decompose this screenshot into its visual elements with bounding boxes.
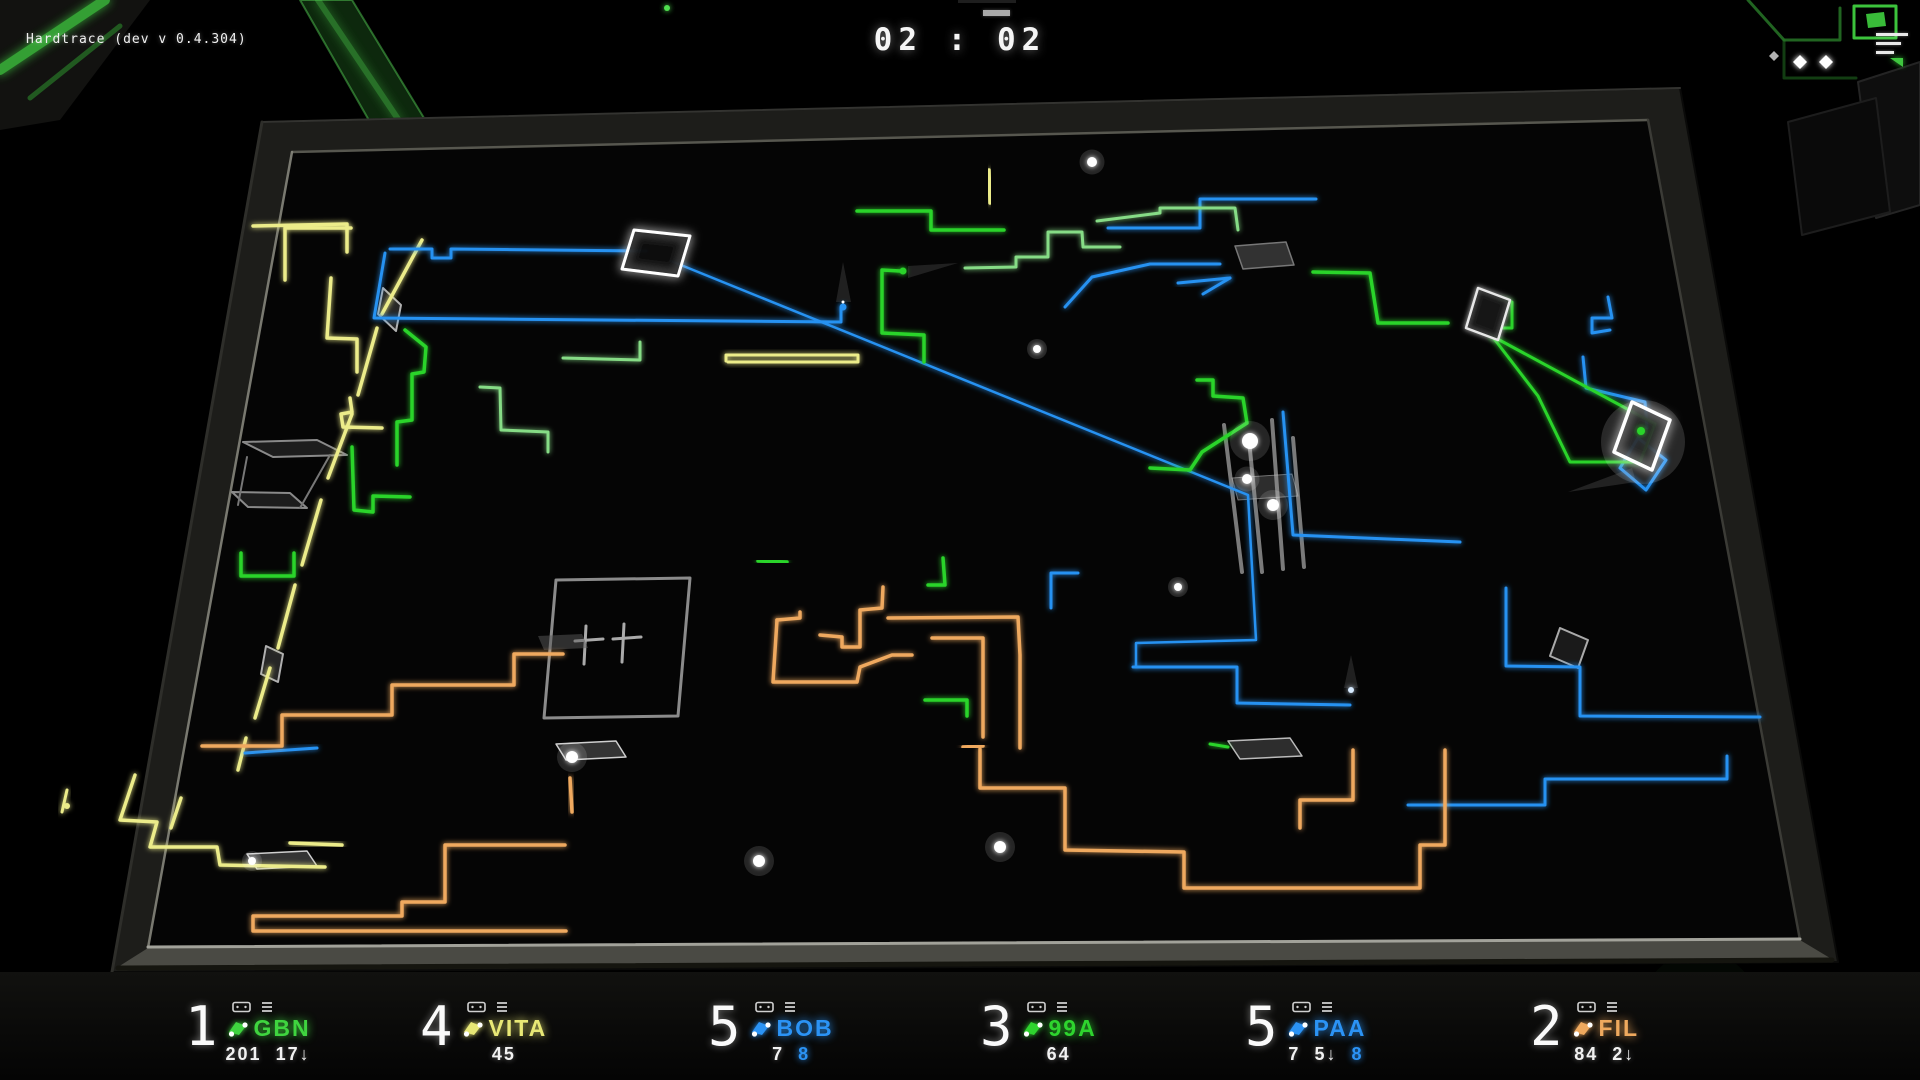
player-name: BOB — [776, 1015, 834, 1041]
scoreboard: 1 GBN 201 — [0, 998, 1920, 1078]
player-rank: 4 — [420, 995, 453, 1058]
scoreboard-entry: 5 PAA 7 — [1245, 998, 1366, 1065]
player-score: 64 — [1046, 1044, 1071, 1064]
player-score-delta: 5↓ — [1314, 1044, 1338, 1064]
round-progress-track — [958, 0, 1016, 3]
player-name: PAA — [1313, 1015, 1367, 1041]
menu-lines-icon — [1321, 1002, 1332, 1012]
menu-lines-icon — [1056, 1002, 1067, 1012]
menu-lines-icon — [1606, 1002, 1617, 1012]
scoreboard-entry: 3 99A 64 — [980, 998, 1097, 1065]
player-vehicle-icon — [228, 1021, 248, 1037]
player-alt-score: 8 — [1351, 1044, 1364, 1064]
player-rank: 3 — [980, 995, 1013, 1058]
round-progress-bar — [983, 10, 1010, 16]
player-score: 7 — [772, 1044, 785, 1064]
player-vehicle-icon — [751, 1021, 771, 1037]
player-vehicle-icon — [1573, 1021, 1593, 1037]
round-timer: 02 : 02 — [873, 22, 1047, 58]
scoreboard-entry: 2 FIL 84 — [1530, 998, 1639, 1065]
gamepad-icon — [754, 1001, 774, 1013]
scoreboard-entry: 4 VITA 45 — [420, 998, 547, 1065]
menu-triangle-icon — [1890, 58, 1903, 67]
player-rank: 5 — [1245, 995, 1278, 1058]
hamburger-icon — [1876, 33, 1908, 36]
menu-lines-icon — [261, 1002, 272, 1012]
gamepad-icon — [466, 1001, 486, 1013]
player-alt-score: 8 — [798, 1044, 811, 1064]
player-vehicle-icon — [1288, 1021, 1308, 1037]
player-vehicle-icon — [1023, 1021, 1043, 1037]
player-score: 7 — [1288, 1044, 1301, 1064]
gamepad-icon — [231, 1001, 251, 1013]
scoreboard-background — [0, 972, 1920, 1080]
game-title: Hardtrace (dev v 0.4.304) — [26, 32, 247, 47]
menu-button[interactable] — [1876, 33, 1912, 73]
scoreboard-entry: 1 GBN 201 — [185, 998, 311, 1065]
player-score: 45 — [491, 1044, 516, 1064]
menu-lines-icon — [496, 1002, 507, 1012]
player-score-delta: 2↓ — [1612, 1044, 1636, 1064]
player-vehicle-icon — [463, 1021, 483, 1037]
player-rank: 5 — [708, 995, 741, 1058]
gamepad-icon — [1291, 1001, 1311, 1013]
player-name: FIL — [1598, 1015, 1640, 1041]
player-score: 84 — [1574, 1044, 1599, 1064]
scoreboard-entry: 5 BOB 7 — [708, 998, 834, 1065]
gamepad-icon — [1026, 1001, 1046, 1013]
player-name: VITA — [488, 1015, 548, 1041]
player-name: 99A — [1048, 1015, 1097, 1041]
player-rank: 2 — [1530, 995, 1563, 1058]
player-score-delta: 17↓ — [275, 1044, 311, 1064]
player-name: GBN — [253, 1015, 311, 1041]
menu-lines-icon — [784, 1002, 795, 1012]
player-rank: 1 — [185, 995, 218, 1058]
gamepad-icon — [1576, 1001, 1596, 1013]
player-score: 201 — [225, 1044, 262, 1064]
